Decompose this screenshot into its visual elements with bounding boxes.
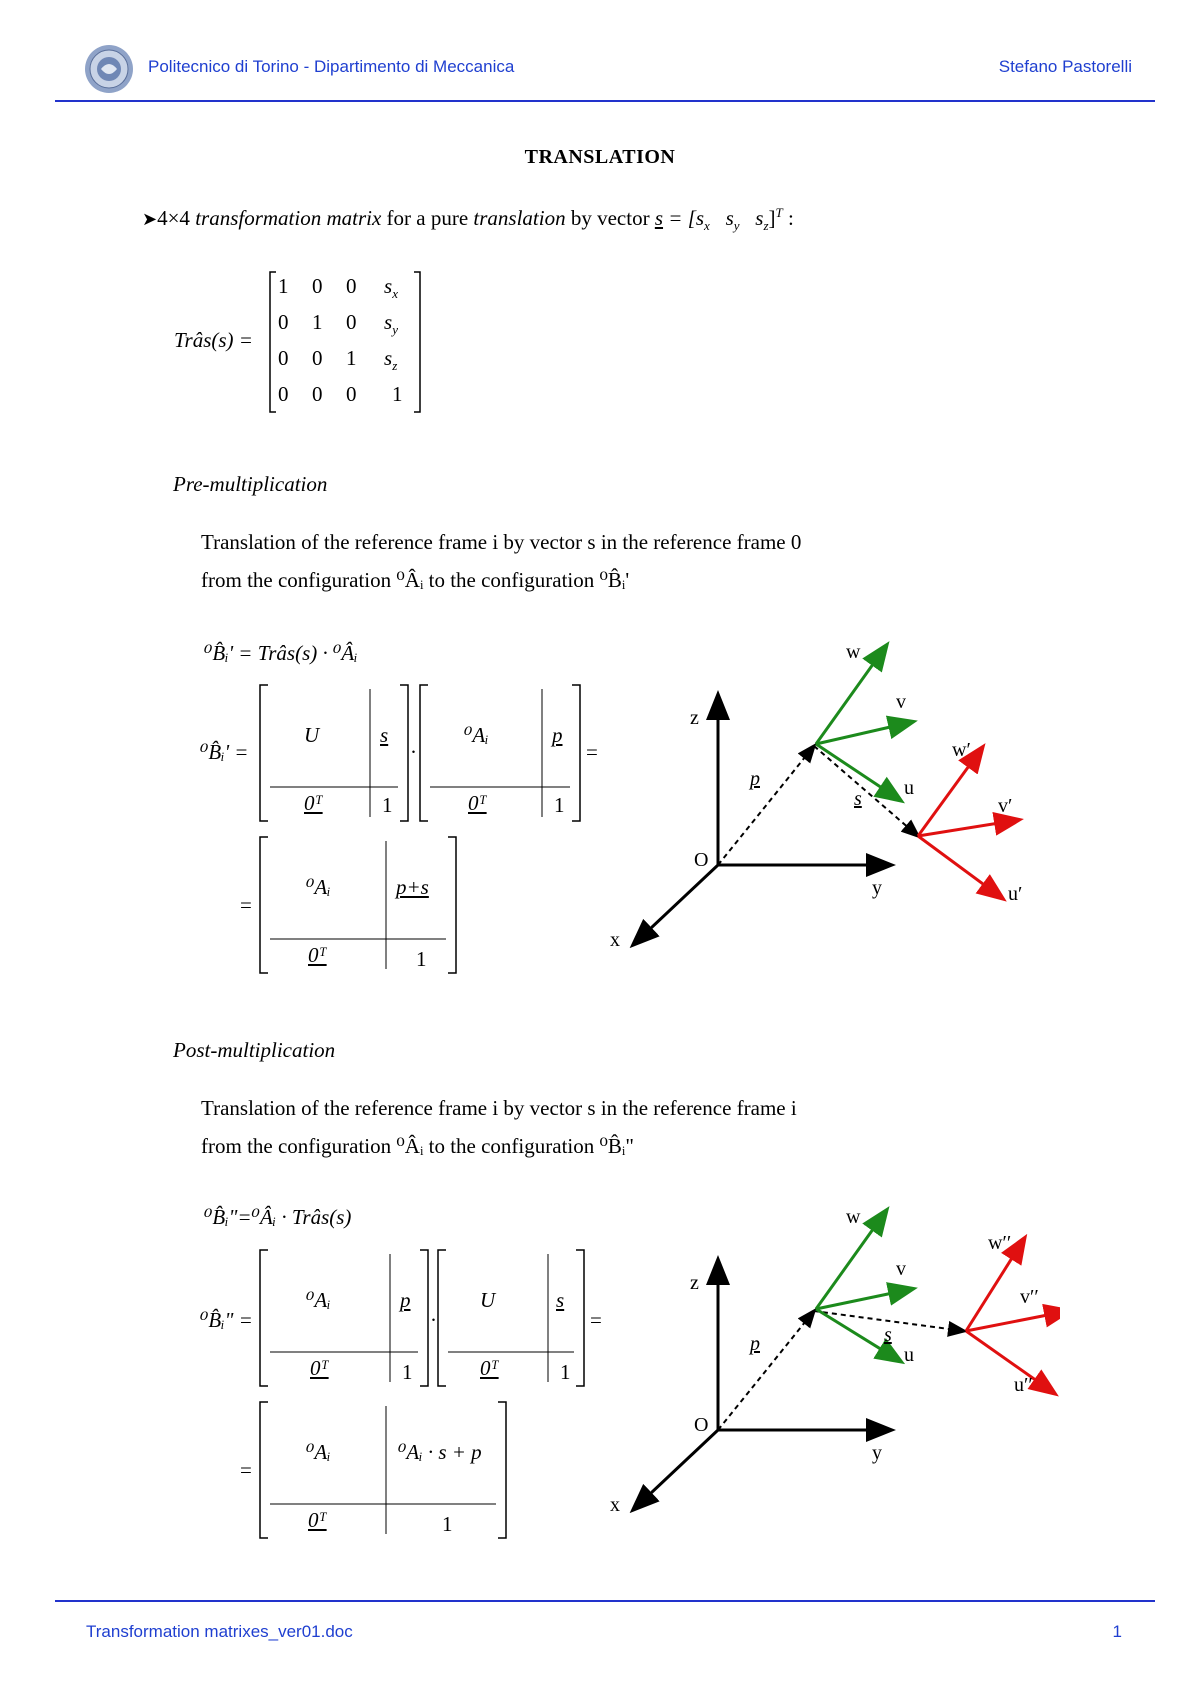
footer-filename: Transformation matrixes_ver01.doc [86, 1622, 353, 1641]
tras-matrix-cell: 0 [312, 346, 323, 370]
svg-text:x: x [610, 929, 620, 951]
university-seal-logo [84, 44, 134, 94]
page-title: TRANSLATION [524, 146, 676, 168]
svg-text:y: y [872, 877, 882, 899]
svg-text:v′′: v′′ [1020, 1286, 1039, 1308]
post-line2: from the configuration ⁰Âᵢ to the config… [201, 1134, 634, 1158]
tras-matrix-cell: 0 [278, 382, 289, 406]
tras-matrix-cell: 0 [312, 382, 323, 406]
post-matrix-1: ⁰Aᵢ p 0ᵀ 1 [258, 1248, 430, 1388]
page-number: 1 [1112, 1622, 1122, 1641]
svg-text:s: s [884, 1324, 892, 1346]
frame-diagram-post: z y x O p s w v u w′′ v′′ u′′ [610, 1206, 1060, 1516]
pre-equals: = [586, 740, 598, 764]
post-result-equals: = [240, 1458, 252, 1482]
tras-matrix-cell: 1 [312, 310, 323, 334]
tras-matrix-cell: sx [384, 274, 398, 302]
svg-text:z: z [690, 1272, 699, 1294]
svg-text:y: y [872, 1442, 882, 1464]
svg-text:v′: v′ [998, 795, 1012, 817]
svg-text:x: x [610, 1494, 620, 1516]
post-line1: Translation of the reference frame i by … [201, 1096, 797, 1120]
tras-matrix-cell: 0 [346, 382, 357, 406]
pre-result-matrix: ⁰Aᵢ p+s 0ᵀ 1 [258, 835, 458, 975]
svg-text:w′: w′ [952, 739, 971, 761]
svg-text:z: z [690, 707, 699, 729]
svg-text:u′: u′ [1008, 883, 1022, 905]
footer-rule [55, 1600, 1155, 1602]
tras-lhs: Trâs(s) = [174, 328, 253, 352]
tras-matrix-cell: 1 [392, 382, 403, 406]
tras-matrix-cell: 0 [278, 346, 289, 370]
post-eq1: ⁰B̂ᵢ"=⁰Âᵢ · Trâs(s) [204, 1205, 352, 1229]
svg-text:u: u [904, 777, 914, 799]
tras-matrix-cell: 0 [346, 274, 357, 298]
pre-line1: Translation of the reference frame i by … [201, 530, 802, 554]
svg-text:u′′: u′′ [1014, 1374, 1033, 1396]
pre-eq1: ⁰B̂ᵢ' = Trâs(s) · ⁰Âᵢ [204, 641, 358, 665]
post-matrix-2: U s 0ᵀ 1 [436, 1248, 586, 1388]
svg-text:v: v [896, 1258, 906, 1280]
tras-matrix-cell: 0 [346, 310, 357, 334]
post-equals: = [590, 1308, 602, 1332]
svg-text:O: O [694, 1414, 708, 1436]
header-rule [55, 100, 1155, 102]
pre-result-equals: = [240, 893, 252, 917]
header-institution: Politecnico di Torino - Dipartimento di … [148, 57, 515, 76]
tras-matrix-cell: 1 [278, 274, 289, 298]
post-lhs: ⁰B̂ᵢ" = [200, 1308, 253, 1332]
tras-matrix [269, 271, 421, 413]
svg-text:w′′: w′′ [988, 1232, 1011, 1254]
x-axis [629, 863, 720, 949]
intro-line: ➤4×4 transformation matrix for a pure tr… [142, 205, 794, 234]
svg-text:p: p [748, 1333, 760, 1355]
svg-text:s: s [854, 788, 862, 810]
tras-matrix-cell: sy [384, 310, 398, 338]
tras-matrix-cell: 0 [312, 274, 323, 298]
post-dot: · [430, 1308, 437, 1332]
pre-dot: · [410, 740, 417, 764]
svg-text:O: O [694, 849, 708, 871]
svg-text:u: u [904, 1344, 914, 1366]
tras-matrix-cell: sz [384, 346, 398, 374]
pre-line2: from the configuration ⁰Âᵢ to the config… [201, 568, 630, 592]
tras-matrix-cell: 0 [278, 310, 289, 334]
pre-lhs: ⁰B̂ᵢ' = [200, 740, 249, 764]
svg-text:w: w [846, 1206, 861, 1228]
s-vector [813, 745, 922, 839]
svg-text:p: p [748, 768, 760, 790]
pre-matrix-1: U s 0ᵀ 1 [258, 683, 410, 823]
pre-matrix-2: ⁰Aᵢ p 0ᵀ 1 [418, 683, 582, 823]
svg-text:v: v [896, 691, 906, 713]
frame-diagram-pre: z y x O p s w v u w′ v′ u′ [610, 641, 1024, 951]
pre-heading: Pre-multiplication [173, 472, 328, 496]
header-author: Stefano Pastorelli [998, 57, 1132, 76]
post-heading: Post-multiplication [173, 1038, 336, 1062]
bullet-arrow-icon: ➤ [142, 209, 158, 229]
svg-text:w: w [846, 641, 861, 663]
tras-matrix-cell: 1 [346, 346, 357, 370]
post-result-matrix: ⁰Aᵢ ⁰Aᵢ · s + p 0ᵀ 1 [258, 1400, 508, 1540]
p-vector [717, 742, 817, 866]
